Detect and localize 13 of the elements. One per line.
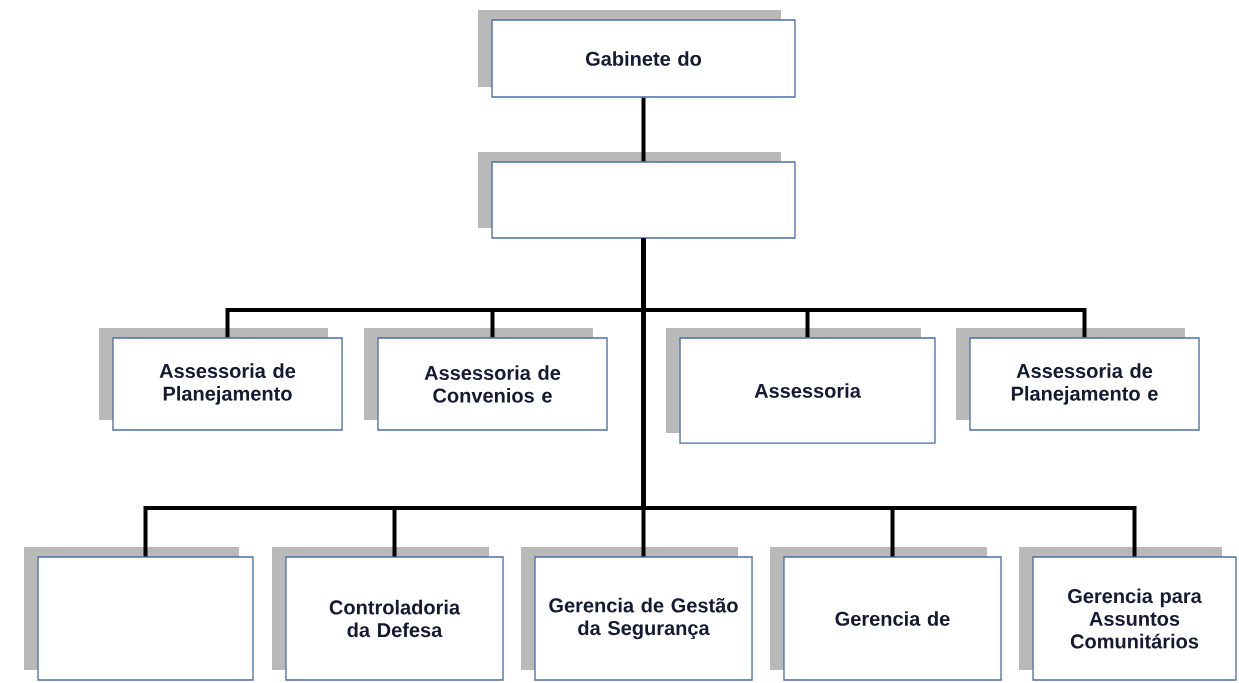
- unit-box: Assessoria de Convenios e: [364, 328, 608, 431]
- connector-line: [641, 97, 646, 162]
- connector-line: [641, 238, 1137, 557]
- unit-box: Gerencia de Gestão da Segurança: [521, 547, 753, 681]
- empty-box: [24, 547, 254, 681]
- unit-box: Controladoria da Defesa: [272, 547, 504, 681]
- unit-box: Gabinete do: [478, 10, 796, 98]
- empty-box: [478, 152, 796, 239]
- unit-box: Assessoria: [666, 328, 936, 444]
- unit-box: Gerencia de: [770, 547, 1002, 681]
- unit-box: Assessoria de Planejamento e: [956, 328, 1200, 431]
- unit-box: Gerencia para Assuntos Comunitários: [1019, 547, 1237, 681]
- unit-box: Assessoria de Planejamento: [99, 328, 343, 431]
